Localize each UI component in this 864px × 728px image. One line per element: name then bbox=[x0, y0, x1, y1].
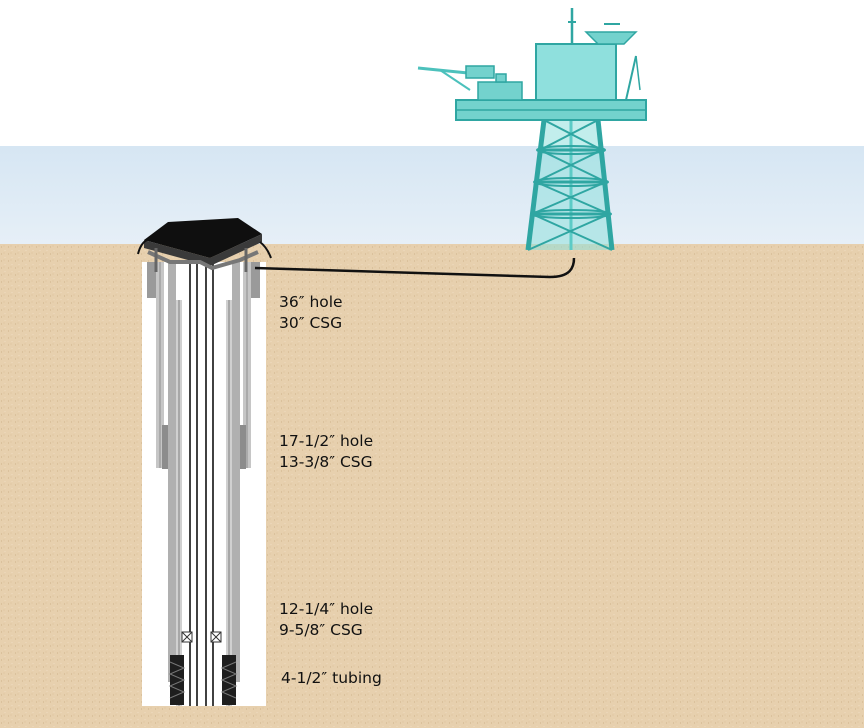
section-2-casing: 13-3/8″ CSG bbox=[279, 453, 373, 471]
section-1-label: 36″ hole 30″ CSG bbox=[279, 292, 343, 334]
section-3-hole: 12-1/4″ hole bbox=[279, 600, 374, 618]
section-2-hole: 17-1/2″ hole bbox=[279, 432, 374, 450]
offshore-platform-icon bbox=[417, 8, 647, 251]
tubing-label: 4-1/2″ tubing bbox=[281, 669, 382, 687]
seabed-formation bbox=[0, 244, 864, 728]
surface-casing-13-3-8in bbox=[162, 262, 246, 682]
sea-water bbox=[0, 146, 864, 244]
section-1-casing: 30″ CSG bbox=[279, 314, 343, 332]
section-3-label: 12-1/4″ hole 9-5/8″ CSG bbox=[279, 599, 373, 641]
subsea-wellhead-icon bbox=[137, 218, 272, 272]
section-2-label: 17-1/2″ hole 13-3/8″ CSG bbox=[279, 431, 373, 473]
sky bbox=[0, 0, 864, 146]
packer bbox=[181, 631, 222, 643]
subsea-flowline bbox=[254, 257, 576, 279]
conductor-casing-30in bbox=[147, 262, 260, 468]
production-casing-9-5-8in bbox=[176, 300, 232, 706]
section-1-hole: 36″ hole bbox=[279, 293, 343, 311]
section-3-casing: 9-5/8″ CSG bbox=[279, 621, 363, 639]
perforated-liner bbox=[168, 655, 238, 705]
